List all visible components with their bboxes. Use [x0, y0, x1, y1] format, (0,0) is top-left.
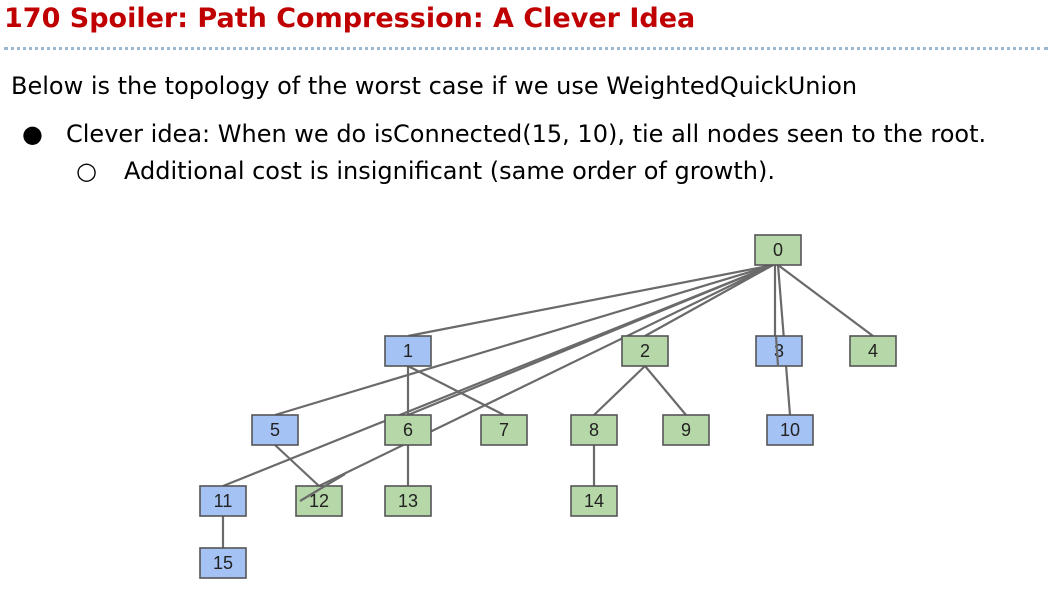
tree-node-10: 10 [766, 414, 814, 446]
node-label: 4 [868, 341, 878, 361]
node-box [754, 234, 802, 266]
node-box [849, 335, 897, 367]
node-box [384, 335, 432, 367]
edge-1-7 [407, 365, 505, 416]
node-label: 11 [214, 491, 233, 511]
tree-node-3: 3 [755, 335, 803, 367]
node-box [662, 414, 710, 446]
node-label: 15 [213, 553, 233, 573]
sub-bullet-text: Additional cost is insignificant (same o… [124, 157, 775, 185]
tree-edges [221, 263, 874, 548]
intro-text: Below is the topology of the worst case … [11, 72, 858, 100]
node-box [766, 414, 814, 446]
tree-node-4: 4 [849, 335, 897, 367]
node-label: 7 [499, 420, 509, 440]
tree-node-15: 15 [199, 547, 247, 579]
edge-overlay-0-12 [299, 473, 346, 502]
edge-0-1 [407, 263, 774, 338]
node-label: 1 [403, 341, 413, 361]
tree-node-9: 9 [662, 414, 710, 446]
node-box [755, 335, 803, 367]
tree-node-1: 1 [384, 335, 432, 367]
node-box [570, 485, 618, 517]
tree-node-8: 8 [570, 414, 618, 446]
node-label: 13 [398, 491, 418, 511]
edge-0-11 [222, 263, 774, 488]
node-label: 5 [270, 420, 280, 440]
node-label: 3 [774, 341, 784, 361]
hollow-bullet-icon: ○ [76, 157, 97, 185]
bullet-text: Clever idea: When we do isConnected(15, … [66, 120, 987, 148]
edge-0-12 [318, 264, 774, 487]
tree-node-13: 13 [384, 485, 432, 517]
node-box [295, 485, 343, 517]
tree-node-7: 7 [480, 414, 528, 446]
node-box [621, 335, 669, 367]
node-label: 14 [584, 491, 604, 511]
tree-node-11: 11 [199, 485, 247, 517]
tree-node-2: 2 [621, 335, 669, 367]
edge-2-8 [593, 365, 646, 416]
title-divider [4, 47, 1048, 50]
tree-node-0: 0 [754, 234, 802, 266]
node-label: 6 [403, 420, 413, 440]
node-label: 9 [681, 420, 691, 440]
node-box [199, 485, 247, 517]
node-label: 0 [773, 240, 783, 260]
node-label: 8 [589, 420, 599, 440]
node-box [570, 414, 618, 446]
edge-0-5 [274, 263, 774, 417]
node-label: 12 [309, 491, 329, 511]
node-box [199, 547, 247, 579]
filled-bullet-icon: ● [22, 120, 43, 148]
node-box [251, 414, 299, 446]
edge-0-2 [644, 264, 774, 337]
node-label: 2 [640, 341, 650, 361]
tree-node-14: 14 [570, 485, 618, 517]
tree-node-12: 12 [295, 485, 343, 517]
slide-title: 170 Spoiler: Path Compression: A Clever … [4, 3, 696, 34]
node-label: 10 [780, 420, 800, 440]
edge-5-12 [274, 444, 320, 487]
edge-overlay-0-3 [774, 335, 780, 367]
edge-2-9 [644, 365, 687, 416]
tree-node-5: 5 [251, 414, 299, 446]
sub-bullet-item: ○ Additional cost is insignificant (same … [76, 155, 775, 187]
edge-0-4 [777, 264, 874, 337]
node-box [480, 414, 528, 446]
tree-node-6: 6 [384, 414, 432, 446]
bullet-item: ● Clever idea: When we do isConnected(15,… [22, 118, 986, 150]
node-box [384, 414, 432, 446]
node-box [384, 485, 432, 517]
